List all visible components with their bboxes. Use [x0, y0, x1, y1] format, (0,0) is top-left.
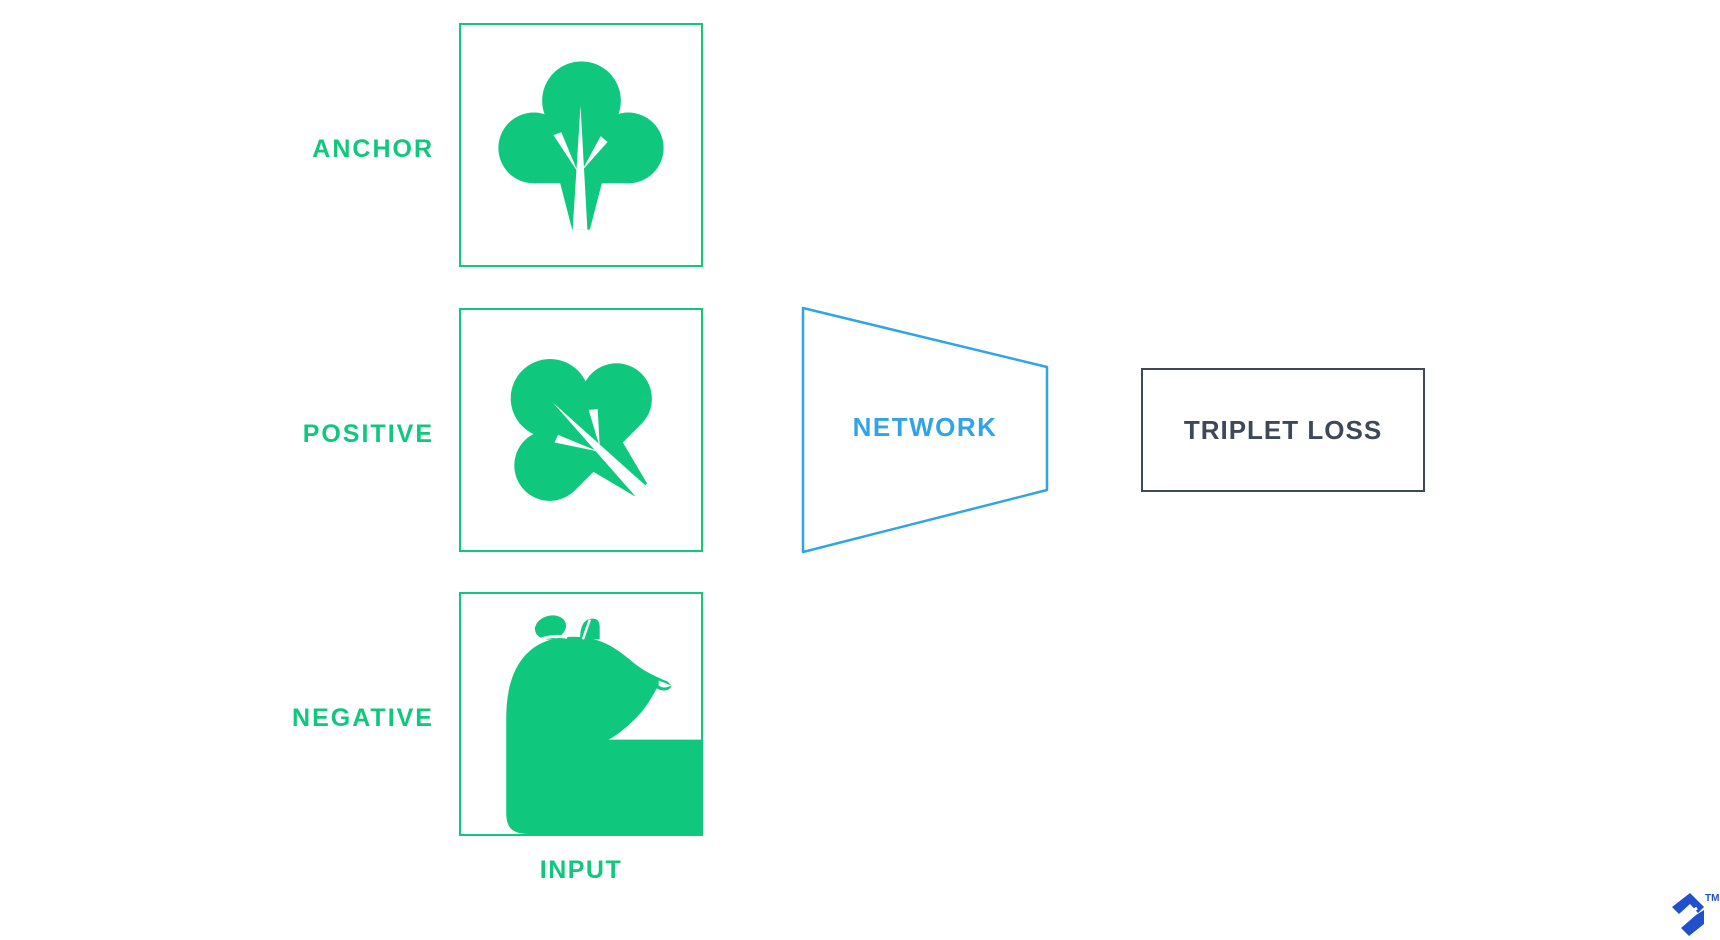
negative-label: NEGATIVE	[292, 704, 434, 732]
triplet-loss-label: TRIPLET LOSS	[1183, 414, 1383, 445]
tree-icon	[498, 61, 664, 230]
positive-label: POSITIVE	[302, 420, 434, 448]
network-trapezoid	[801, 306, 1049, 554]
input-caption: INPUT	[539, 856, 623, 884]
positive-image-box	[459, 308, 703, 552]
trademark-text: TM	[1705, 893, 1720, 904]
negative-image-box	[459, 592, 703, 836]
triplet-loss-box: TRIPLET LOSS	[1141, 368, 1425, 492]
rotated-tree-icon	[510, 359, 652, 501]
network-label: NETWORK	[852, 412, 998, 442]
anchor-image-box	[459, 23, 703, 267]
anchor-label: ANCHOR	[312, 135, 434, 163]
toptal-logo-icon	[1672, 893, 1704, 936]
big-cat-icon	[506, 615, 701, 834]
brand-logo: TM	[1663, 890, 1720, 940]
